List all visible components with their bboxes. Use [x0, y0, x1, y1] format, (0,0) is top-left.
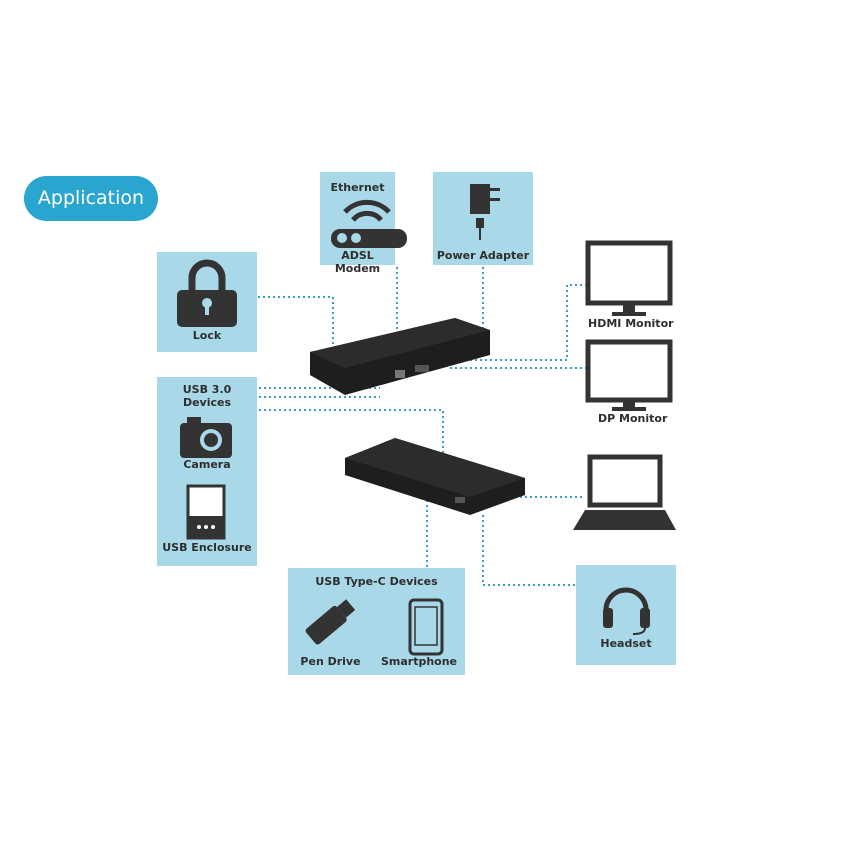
- hdmi-monitor-label: HDMI Monitor: [588, 317, 674, 330]
- laptop-icon: [573, 454, 676, 530]
- application-badge: Application: [24, 176, 158, 221]
- dp-monitor-icon: [585, 339, 673, 411]
- camera-label: Camera: [183, 458, 231, 471]
- headset-box: Headset: [576, 565, 676, 665]
- pen-drive-label: Pen Drive: [300, 655, 361, 668]
- typec-title: USB Type-C Devices: [315, 575, 438, 588]
- ethernet-title: Ethernet: [330, 181, 385, 194]
- hdmi-monitor-icon: [585, 240, 673, 316]
- power-adapter-icon: [470, 184, 500, 240]
- smartphone-label: Smartphone: [380, 655, 458, 668]
- lock-icon: [177, 259, 237, 327]
- camera-icon: [180, 417, 232, 458]
- lock-label: Lock: [192, 329, 222, 342]
- wifi-modem-icon: [331, 199, 407, 248]
- smartphone-icon: [408, 598, 444, 656]
- connection-lines: [258, 267, 590, 586]
- usb3-title: USB 3.0 Devices: [182, 383, 232, 409]
- usb-enclosure-icon: [186, 484, 226, 540]
- docking-station-bottom: [345, 438, 525, 515]
- headset-label: Headset: [600, 637, 652, 650]
- pen-drive-icon: [305, 599, 356, 645]
- dp-monitor-label: DP Monitor: [598, 412, 668, 425]
- power-adapter-label: Power Adapter: [436, 249, 530, 262]
- adsl-modem-label: ADSL Modem: [334, 249, 381, 275]
- headset-icon: [603, 587, 650, 635]
- docking-station-top: [310, 318, 490, 395]
- usb-enclosure-label: USB Enclosure: [162, 541, 252, 554]
